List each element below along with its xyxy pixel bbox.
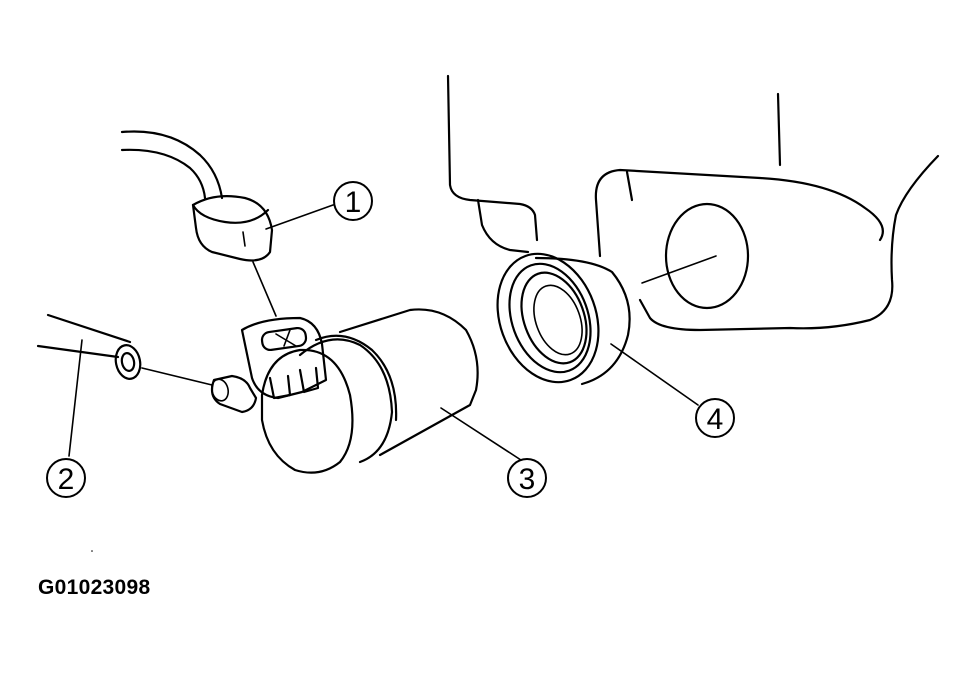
callout-leaders — [68, 204, 699, 457]
stray-dot — [91, 550, 93, 552]
wire-connector-part-1 — [120, 130, 277, 317]
callout-4-label: 4 — [707, 403, 724, 436]
callout-4: 4 — [695, 398, 735, 438]
sensor-body-part-3 — [210, 308, 525, 474]
callout-2: 2 — [46, 458, 86, 498]
callout-3: 3 — [507, 458, 547, 498]
figure-id: G01023098 — [38, 576, 151, 599]
callout-1: 1 — [333, 181, 373, 221]
callout-2-label: 2 — [58, 463, 75, 496]
hose-part-2 — [36, 313, 213, 386]
seal-ring-part-4 — [496, 252, 631, 386]
callout-3-label: 3 — [519, 463, 536, 496]
engine-housing — [446, 74, 940, 332]
callout-1-label: 1 — [345, 186, 362, 219]
